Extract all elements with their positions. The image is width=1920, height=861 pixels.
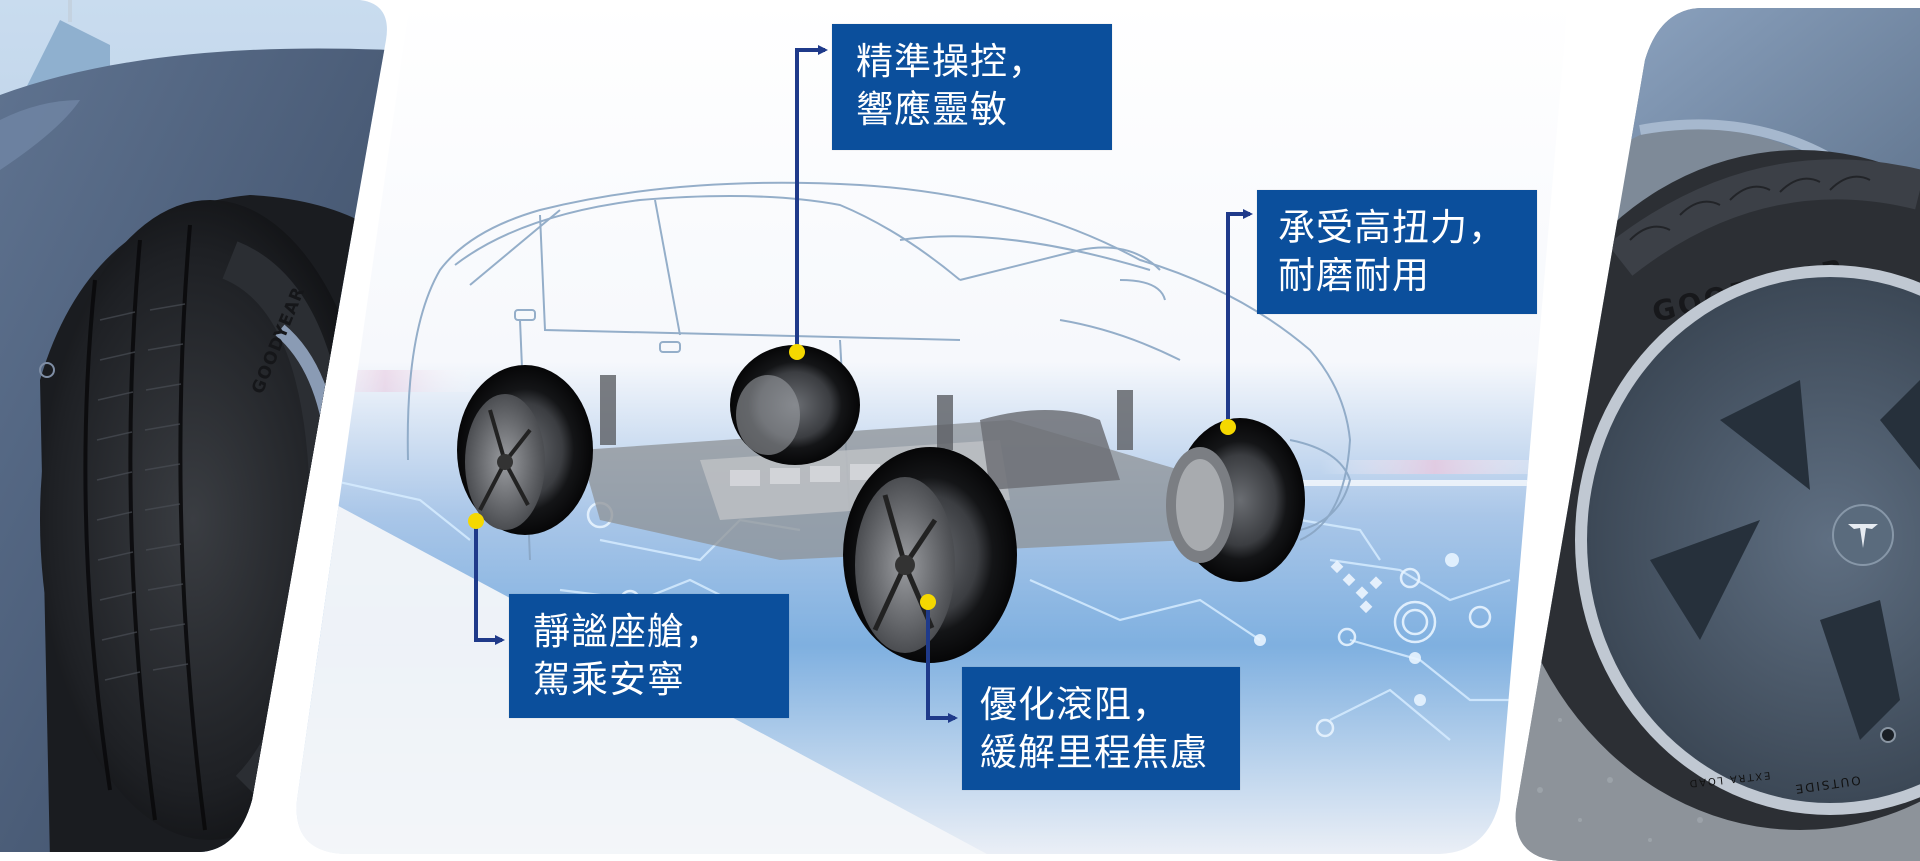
callout-torque-line1: 承受高扭力，: [1278, 206, 1506, 249]
marker-dot-rolling: [920, 594, 936, 610]
callout-rolling: 優化滾阻， 緩解里程焦慮: [962, 667, 1240, 790]
marker-dot-handling: [789, 344, 805, 360]
tire-front-right: [1166, 418, 1305, 582]
connector-torque: [1226, 209, 1253, 427]
marker-dot-quiet: [468, 513, 484, 529]
connector-quiet: [474, 521, 505, 645]
marker-dot-torque: [1220, 419, 1236, 435]
callout-handling-line1: 精準操控，: [856, 40, 1046, 83]
tire-rear-left: [457, 365, 593, 535]
callout-rolling-line1: 優化滾阻，: [980, 683, 1170, 726]
callout-rolling-line2: 緩解里程焦慮: [980, 731, 1208, 774]
connector-handling: [795, 45, 828, 352]
callout-quiet-line2: 駕乘安寧: [533, 658, 685, 701]
car-wireframe: [406, 181, 1352, 561]
callout-quiet: 靜謐座艙， 駕乘安寧: [509, 594, 789, 718]
callout-quiet-line1: 靜謐座艙，: [533, 610, 723, 653]
tire-rear-right: [730, 345, 860, 465]
callout-torque: 承受高扭力， 耐磨耐用: [1257, 190, 1537, 314]
tire-front-left: [843, 447, 1017, 663]
callout-handling: 精準操控， 響應靈敏: [832, 24, 1112, 150]
circuit-pattern: [329, 478, 1520, 741]
callout-handling-line2: 響應靈敏: [856, 88, 1008, 131]
connector-rolling: [926, 602, 958, 723]
callout-torque-line2: 耐磨耐用: [1278, 254, 1430, 297]
tesla-logo-icon: [1848, 524, 1878, 548]
